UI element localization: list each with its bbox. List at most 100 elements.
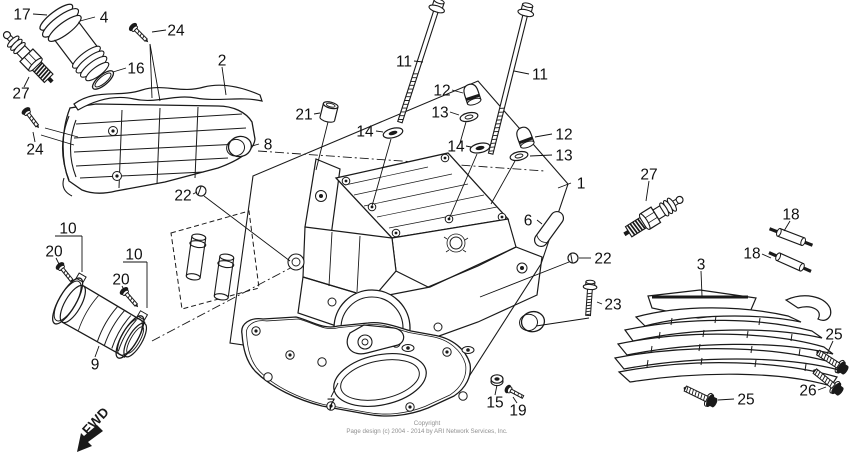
callout-leader-22-8	[203, 195, 291, 262]
callout-24-label: 24	[167, 23, 185, 40]
head-gasket-7	[241, 316, 472, 417]
bolt-19	[504, 384, 525, 399]
callout-leader-24-6	[44, 127, 79, 138]
spark-plug-right	[618, 189, 689, 243]
callout-leader-19-30	[512, 396, 518, 404]
callout-1-label: 1	[577, 176, 586, 193]
callout-leader-14-15	[465, 145, 472, 148]
callout-leader-20-34	[55, 257, 60, 265]
callout-22-label: 22	[594, 251, 611, 268]
dowel-pin-18-a	[767, 224, 815, 250]
callout-leader-4-1	[79, 16, 96, 22]
intake-tube-9	[52, 272, 149, 360]
callout-leader-22-8	[192, 191, 198, 195]
callout-leader-24-6	[40, 134, 75, 146]
callout-leader-11-10	[413, 60, 424, 63]
callout-leader-27-5	[23, 76, 30, 88]
construction-lines	[151, 150, 546, 342]
callout-25-label: 25	[825, 327, 842, 344]
dowel-6	[533, 210, 565, 248]
callout-leader-13-13	[449, 111, 460, 116]
copyright-line-2: Page design (c) 2004 - 2014 by ARI Netwo…	[346, 428, 508, 435]
callout-18-label: 18	[782, 207, 799, 224]
callout-leader-22-20	[479, 261, 570, 298]
callout-leader-21-9	[313, 112, 321, 115]
rubber-cap-22-left	[193, 183, 209, 199]
callout-leader-6-19	[536, 219, 543, 225]
callout-leader-18-24	[783, 220, 791, 232]
callout-leader-25-26	[826, 340, 834, 355]
callout-11-label: 11	[532, 67, 548, 84]
callout-leader-27-23	[645, 180, 650, 202]
callout-16-label: 16	[127, 61, 144, 78]
callout-18-label: 18	[743, 246, 760, 263]
intake-duct-4	[39, 3, 110, 82]
callout-leader-16-4	[112, 67, 127, 73]
callout-leader-23-21	[535, 317, 590, 327]
callout-13-label: 13	[431, 105, 448, 122]
copyright-line-1: Copyright	[414, 420, 441, 427]
callout-leader-24-2	[151, 29, 167, 33]
callout-leader-20-36	[121, 285, 125, 291]
seal-washer-14-left	[381, 125, 405, 141]
callout-11-label: 11	[396, 54, 412, 71]
callout-8-label: 8	[264, 137, 273, 154]
callout-25-label: 25	[737, 392, 754, 409]
callout-leader-23-21	[596, 301, 603, 305]
callout-leader-26-27	[817, 386, 827, 391]
callout-15-label: 15	[486, 395, 503, 412]
callout-leader-25-28	[717, 398, 735, 401]
rocker-arm-holder-left	[62, 84, 263, 197]
callout-27-label: 27	[12, 86, 29, 103]
callout-19-label: 19	[509, 403, 526, 420]
callout-12-label: 12	[433, 83, 450, 100]
callout-10-label: 10	[59, 221, 77, 238]
hose-clamp-10-a	[52, 272, 87, 325]
callout-leader-24-6	[32, 131, 36, 143]
callout-leader-21-9	[315, 121, 329, 171]
callout-26-label: 26	[799, 383, 816, 400]
flange-bolt-23	[582, 279, 598, 317]
callout-22-label: 22	[174, 188, 191, 205]
callout-leader-14-15	[448, 153, 478, 220]
callout-leader-15-29	[494, 384, 498, 396]
screw-24-left	[19, 105, 44, 132]
side-cover-right	[613, 289, 841, 387]
callout-leader-1-18	[557, 182, 572, 189]
callout-leader-13-17	[490, 160, 516, 205]
callout-9-label: 9	[91, 357, 100, 374]
washer-13-center	[458, 110, 480, 124]
callout-21-label: 21	[295, 107, 312, 124]
valve-guide-5-a	[184, 232, 208, 282]
callout-leader-24-2	[149, 43, 161, 102]
callout-10-label: 10	[125, 247, 143, 264]
callout-23-label: 23	[604, 297, 621, 314]
callout-13-label: 13	[555, 148, 572, 165]
head-mount-lug	[346, 324, 475, 355]
callout-leader-14-14	[371, 138, 392, 207]
callout-4-label: 4	[100, 10, 109, 27]
callout-leader-17-0	[32, 13, 48, 16]
callout-leader-11-11	[513, 70, 530, 75]
callout-20-label: 20	[112, 272, 130, 289]
callout-14-label: 14	[356, 124, 374, 141]
screw-20-b	[117, 284, 143, 312]
callout-17-label: 17	[13, 7, 30, 24]
cap-nut-12-right	[514, 124, 536, 151]
seal-washer-14-right	[468, 140, 492, 156]
callout-leader-2-3	[221, 66, 227, 96]
screw-24-top	[126, 20, 153, 47]
callout-20-label: 20	[45, 244, 63, 261]
callout-leader-3-22	[700, 270, 703, 297]
stud-bolt-11-left	[397, 0, 445, 124]
valve-guide-5-b	[212, 252, 236, 302]
callout-leader-24-2	[149, 43, 153, 99]
callout-24-label: 24	[26, 142, 44, 159]
callout-leader-12-12	[451, 89, 464, 94]
callout-leader-7-31	[330, 382, 339, 398]
nut-15	[490, 374, 504, 387]
callout-2-label: 2	[218, 53, 227, 70]
